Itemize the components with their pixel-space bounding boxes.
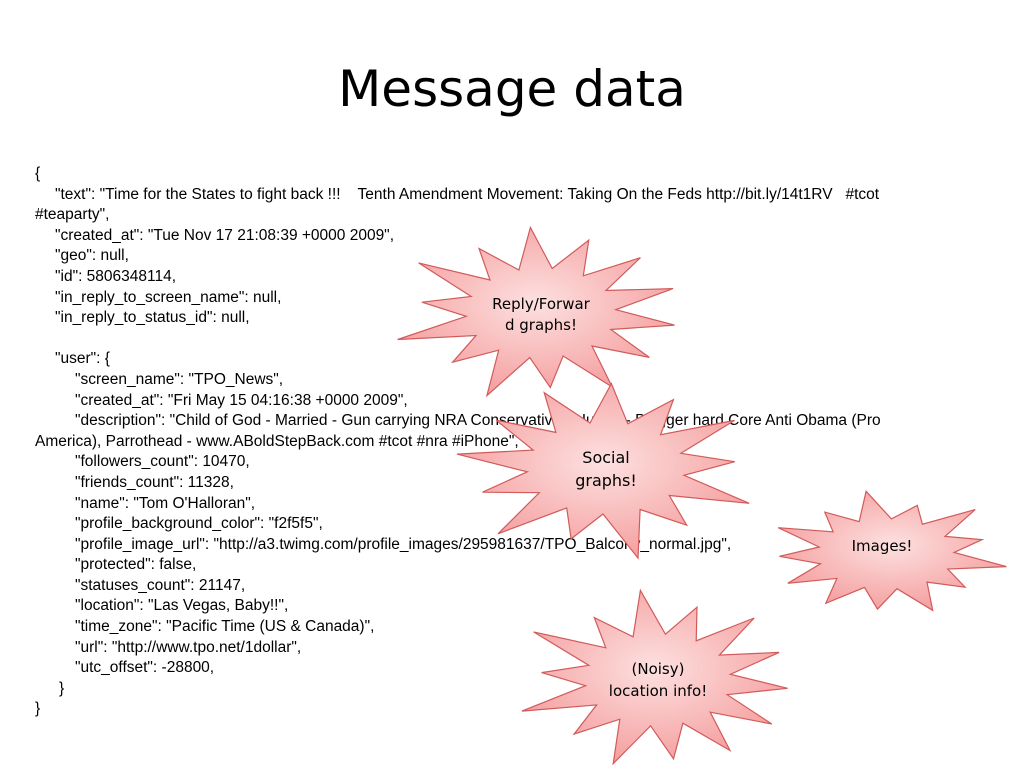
json-line: "user": { [55,350,110,368]
json-line: "geo": null, [55,247,129,265]
json-line: #teaparty", [35,206,110,224]
json-line: { [35,165,41,182]
social-graphs-label: Social graphs! [575,448,637,490]
starburst-shape [397,225,675,398]
location-callout: (Noisy) location info! [508,584,808,768]
json-line: "in_reply_to_screen_name": null, [55,288,282,306]
json-line: "utc_offset": -28800, [75,659,215,677]
json-line: } [35,700,41,718]
json-line: "text": "Time for the States to fight ba… [55,185,880,203]
json-line: America), Parrothead - www.ABoldStepBack… [35,432,519,450]
json-line: "profile_image_url": "http://a3.twimg.co… [75,535,732,553]
json-line: "friends_count": 11328, [75,473,234,491]
json-line: "id": 5806348114, [55,267,177,285]
social-graphs-callout: Social graphs! [445,372,767,562]
json-line: "created_at": "Fri May 15 04:16:38 +0000… [75,391,408,409]
json-line: "statuses_count": 21147, [75,576,246,594]
json-line: "description": "Child of God - Married -… [75,412,881,430]
message-json: { "text": "Time for the States to fight … [35,164,995,720]
json-line: "protected": false, [75,556,197,574]
json-line: "profile_background_color": "f2f5f5", [75,515,323,533]
slide-title: Message data [338,60,686,118]
json-line: } [59,679,65,697]
json-line: "followers_count": 10470, [75,453,250,471]
json-line: "in_reply_to_status_id": null, [55,309,250,327]
reply-forward-callout: Reply/Forwar d graphs! [388,222,694,404]
location-label: (Noisy) location info! [608,660,708,700]
images-callout: Images! [760,490,1024,620]
starburst-shape [456,382,750,560]
reply-forward-label: Reply/Forwar d graphs! [492,295,590,334]
json-line: "time_zone": "Pacific Time (US & Canada)… [75,618,375,636]
json-line: "location": "Las Vegas, Baby!!", [75,597,289,615]
images-label: Images! [851,537,913,555]
starburst-shape [777,490,1007,612]
starburst-shape [521,588,788,766]
json-line: "screen_name": "TPO_News", [75,370,284,388]
json-line: "created_at": "Tue Nov 17 21:08:39 +0000… [55,226,394,244]
json-line: "url": "http://www.tpo.net/1dollar", [75,638,302,656]
json-line: "name": "Tom O'Halloran", [75,494,256,512]
